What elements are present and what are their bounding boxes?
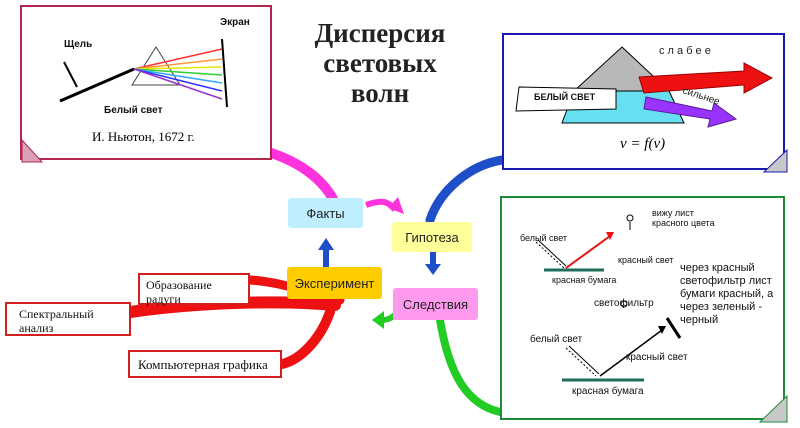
spectral-label: Спектральный анализ [19,307,94,335]
red-light-1: красный свет [618,255,674,265]
weaker-label: с л а б е е [659,45,711,57]
connector-newton-facts [263,147,341,210]
consequence-diagram [535,214,682,382]
page-curl-2 [762,148,788,173]
slit-label: Щель [64,39,93,50]
newton-caption: И. Ньютон, 1672 г. [92,129,195,144]
graphics-box: Компьютерная графика [128,350,282,378]
filter-label: светофильтр [594,298,654,309]
formula: v = f(ν) [620,136,666,152]
red-paper-1: красная бумага [552,275,617,285]
white-light-label: Белый свет [104,105,163,116]
newton-card: Щель Экран Белый свет И. Ньютон, 1672 г. [20,5,272,163]
consequences-node[interactable]: Следствия [393,288,478,320]
arrow-head-blue-2 [318,238,334,250]
screen-label: Экран [220,17,250,28]
see-red-label: вижу лист красного цвета [652,208,715,228]
newton-diagram [59,38,228,108]
page-curl [21,138,44,163]
experiment-node[interactable]: Эксперимент [287,267,382,299]
prism-white-light: БЕЛЫЙ СВЕТ [534,92,596,102]
hypothesis-node[interactable]: Гипотеза [392,222,472,252]
red-beam [638,62,774,94]
white-light-1: белый свет [520,233,568,243]
violet-beam [643,96,738,128]
explanation: через красный светофильтр лист бумаги кр… [680,262,774,326]
graphics-label: Компьютерная графика [138,357,268,372]
title-line-2: световых [323,48,437,78]
title-line-3: волн [350,78,410,108]
connector-graphics [277,307,335,369]
prism-diagram [515,46,774,128]
arrow-head-magenta [388,197,404,214]
title-line-1: Дисперсия [314,18,446,48]
arrow-head-green [372,311,384,329]
spectral-box: Спектральный анализ [5,302,131,336]
prism-card: БЕЛЫЙ СВЕТ с л а б е е сильнее v = f(ν) [502,33,788,173]
page-title: Дисперсия световых волн [300,18,460,108]
arrow-head-blue [425,264,441,275]
rainbow-label: Образование радуги [146,278,212,306]
page-curl-3 [758,394,788,423]
white-light-beam [515,86,617,112]
connector-consequences-card [436,316,504,416]
red-paper-2: красная бумага [572,386,644,397]
rainbow-box: Образование радуги [138,273,250,306]
facts-node[interactable]: Факты [288,198,363,228]
connector-prism-hypothesis [425,155,507,225]
consequence-card: вижу лист красного цвета белый свет крас… [500,196,788,423]
red-light-2: красный свет [626,352,688,363]
white-light-2: белый свет [530,334,583,345]
